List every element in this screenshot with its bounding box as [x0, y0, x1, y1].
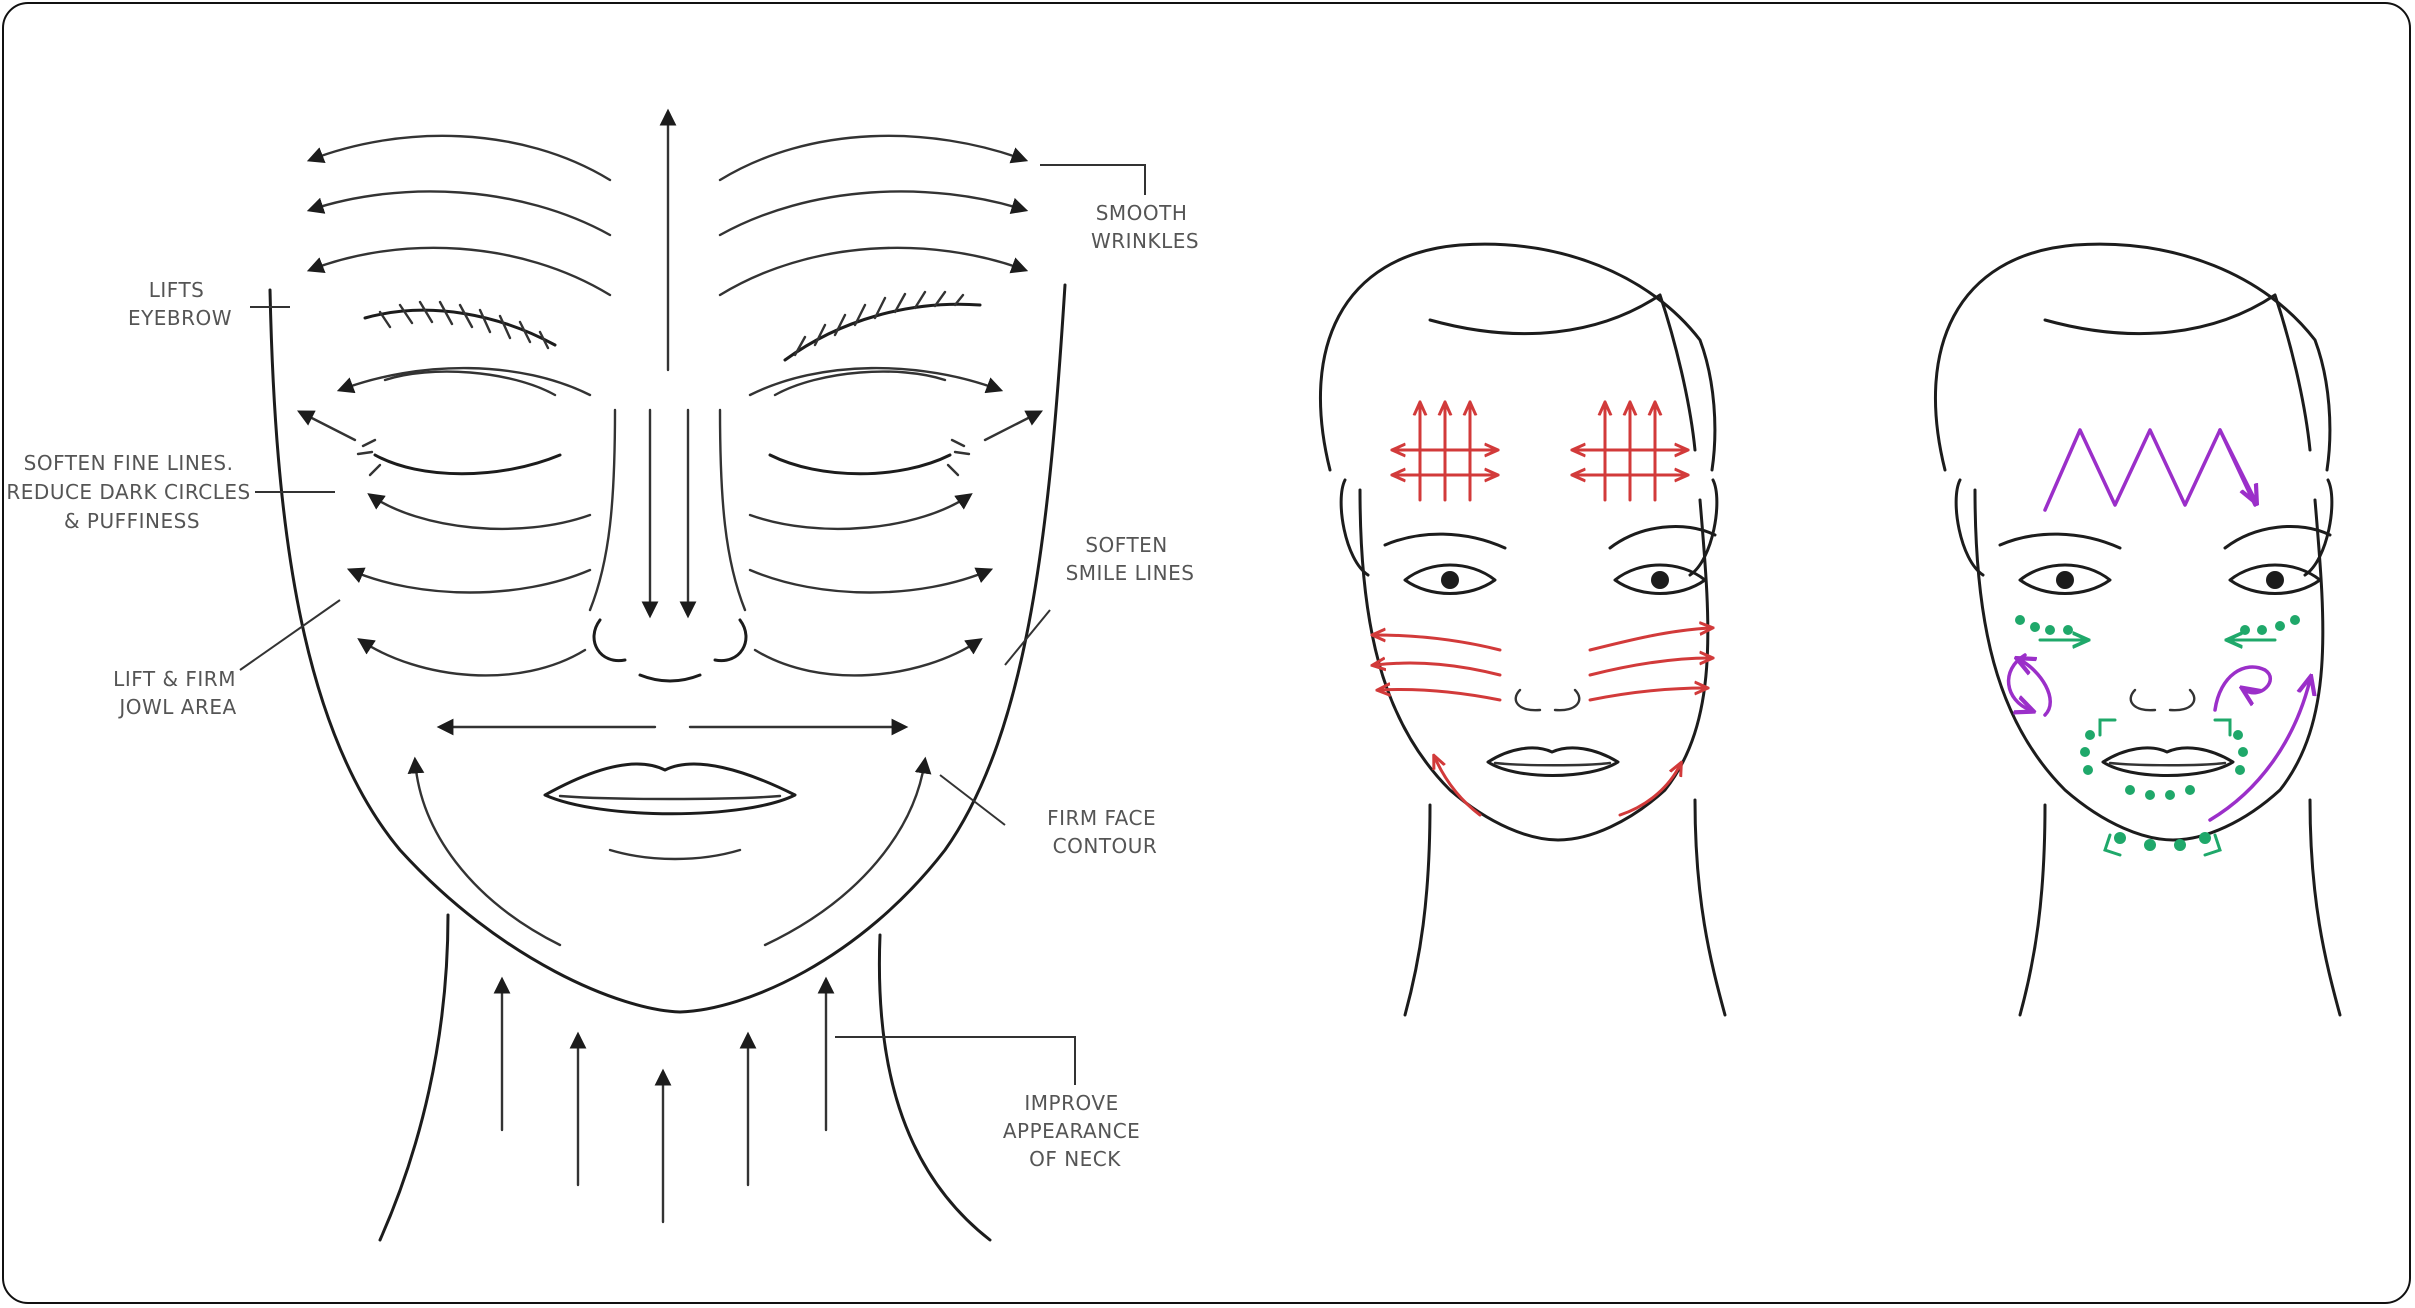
- label-soften-fine-lines: SOFTEN FINE LINES. REDUCE DARK CIRCLES &…: [6, 451, 257, 533]
- neck-arrows: [502, 980, 826, 1222]
- eyebrow-left: [365, 302, 555, 348]
- label-lifts-eyebrow: LIFTS EYEBROW: [128, 278, 232, 330]
- nose: [1516, 690, 1580, 710]
- nose: [590, 410, 746, 681]
- hair-outline: [1935, 244, 2329, 470]
- eye-arrows: [300, 368, 1040, 727]
- face-outline: [270, 285, 1065, 1012]
- hair-fringe: [2045, 295, 2310, 450]
- face-red-technique: [1320, 244, 1725, 1015]
- green-dots: [2015, 615, 2300, 851]
- eye-right: [2230, 565, 2320, 594]
- neck-outline-right: [879, 935, 990, 1240]
- eyebrow-right: [785, 292, 980, 360]
- label-lift-firm-jowl: LIFT & FIRM JOWL AREA: [113, 667, 243, 719]
- eye-right: [1615, 565, 1705, 594]
- lips: [545, 764, 795, 859]
- neck-outline-left: [380, 915, 448, 1240]
- neck: [1405, 805, 1430, 1015]
- neck: [2020, 805, 2045, 1015]
- label-soften-smile-lines: SOFTEN SMILE LINES: [1066, 533, 1195, 585]
- eye-left: [1405, 565, 1495, 594]
- nose-arrows: [650, 410, 688, 615]
- leader-lines: [240, 165, 1145, 1085]
- label-firm-face-contour: FIRM FACE CONTOUR: [1047, 806, 1163, 858]
- purple-strokes: [2009, 430, 2310, 820]
- lips: [1488, 748, 1618, 776]
- jaw-arrows: [415, 760, 925, 945]
- brow-right: [1610, 526, 1715, 548]
- forehead-arrows: [310, 112, 1025, 370]
- lips: [2103, 748, 2233, 776]
- eye-left: [2020, 565, 2110, 594]
- eye-right: [770, 372, 969, 475]
- label-improve-neck: IMPROVE APPEARANCE OF NECK: [1003, 1091, 1147, 1171]
- nose: [2131, 690, 2195, 710]
- brow-right: [2225, 526, 2330, 548]
- brow-left: [2000, 534, 2120, 548]
- brow-left: [1385, 534, 1505, 548]
- face-massage-chart: SMOOTH WRINKLES LIFTS EYEBROW SOFTEN FIN…: [6, 112, 1199, 1240]
- red-strokes: [1375, 405, 1710, 815]
- face-purple-green-technique: [1935, 244, 2340, 1015]
- label-smooth-wrinkles: SMOOTH WRINKLES: [1091, 201, 1199, 253]
- eye-left: [358, 372, 560, 475]
- face-outline: [1360, 490, 1708, 840]
